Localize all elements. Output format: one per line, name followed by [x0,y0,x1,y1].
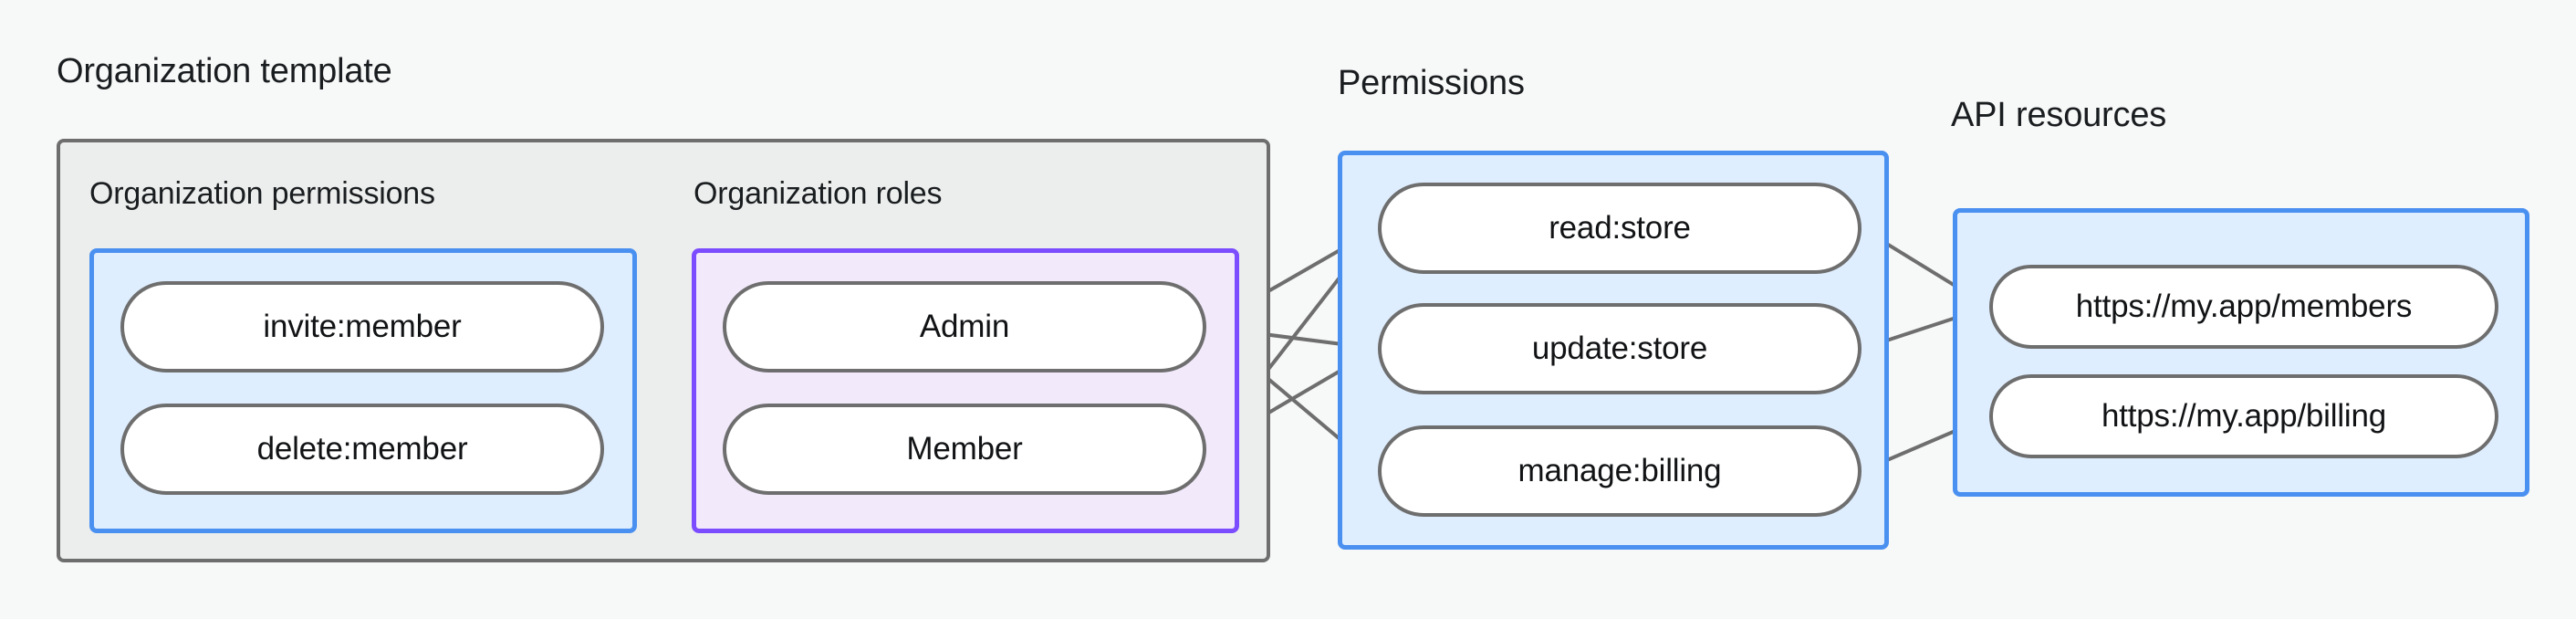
node-manage-billing[interactable]: manage:billing [1378,425,1862,517]
group-title-api-resources: API resources [1951,96,2167,134]
node-delete-member[interactable]: delete:member [120,404,604,495]
node-read-store[interactable]: read:store [1378,183,1862,274]
node-api-resource-members[interactable]: https://my.app/members [1989,265,2498,349]
node-invite-member[interactable]: invite:member [120,281,604,372]
node-member[interactable]: Member [723,404,1206,495]
node-admin[interactable]: Admin [723,281,1206,372]
group-title-organization-template: Organization template [57,52,392,90]
node-api-resource-billing[interactable]: https://my.app/billing [1989,374,2498,458]
section-title-organization-roles: Organization roles [694,176,943,211]
section-title-organization-permissions: Organization permissions [89,176,435,211]
group-title-permissions: Permissions [1338,64,1525,102]
node-update-store[interactable]: update:store [1378,303,1862,394]
